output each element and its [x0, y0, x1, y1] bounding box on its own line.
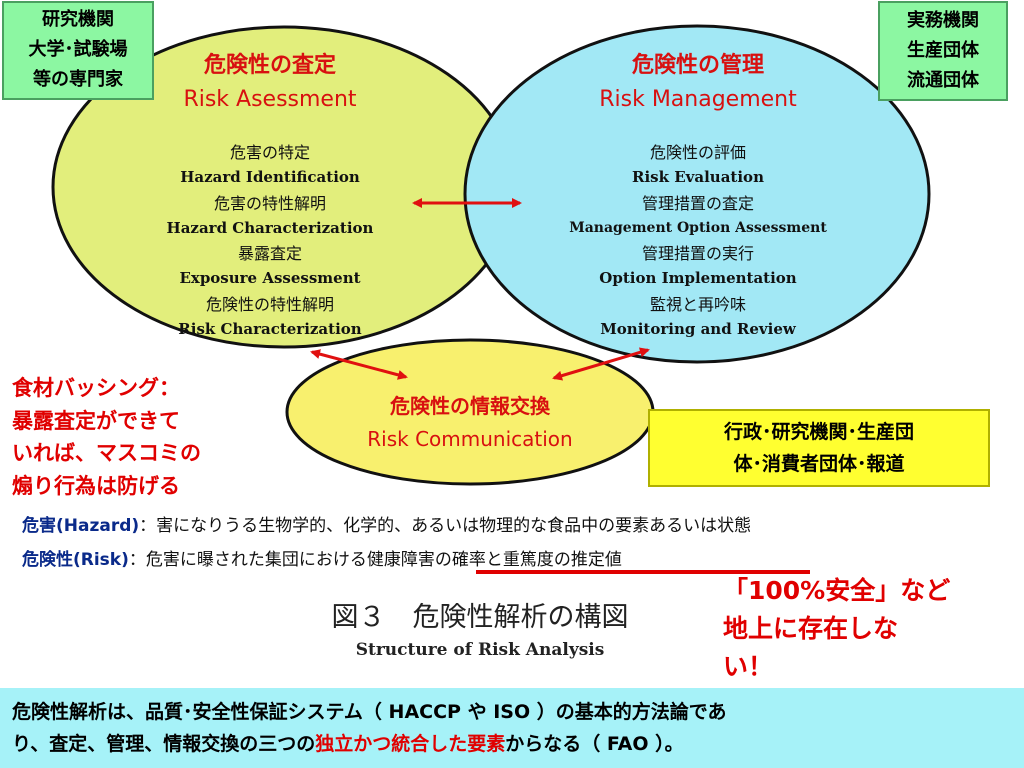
diagram-canvas [51, 24, 931, 574]
assessment-item: Risk Characterization [178, 320, 362, 339]
hazard-definition: 危害(Hazard)：害になりうる生物学的、化学的、あるいは物理的な食品中の要素… [22, 511, 751, 536]
safety-note: 「100%安全」など 地上に存在しな い！ [723, 572, 950, 686]
hazard-term: 危害(Hazard) [22, 516, 140, 536]
safety-note-line3: い！ [723, 652, 774, 681]
management-item: 監視と再吟味 [649, 294, 746, 314]
risk-text-a: ：危害に曝された集団における [128, 550, 367, 570]
summary-part3: からなる（ FAO ）。 [505, 733, 684, 755]
summary-highlight: 独立かつ統合した要素 [315, 733, 506, 755]
research-institutions-box: 研究機関 大学･試験場 等の専門家 [2, 1, 154, 100]
summary-part2: り、査定、管理、情報交換の三つの [12, 733, 316, 755]
risk-term: 危険性(Risk) [22, 550, 129, 570]
risk-communication-title-jp: 危険性の情報交換 [390, 394, 550, 418]
stakeholders-box-line2: 体･消費者団体･報道 [733, 453, 905, 475]
assessment-item: Hazard Identification [180, 168, 360, 187]
management-item: Option Implementation [599, 269, 797, 288]
bashing-note-line1: 食材バッシング： [12, 376, 180, 400]
summary-panel: 危険性解析は、品質･安全性保証システム（ HACCP や ISO ）の基本的方法… [0, 688, 1024, 768]
practice-box-line1: 実務機関 [907, 10, 979, 31]
bashing-note-line4: 煽り行為は防げる [12, 473, 180, 498]
practice-institutions-box: 実務機関 生産団体 流通団体 [878, 1, 1008, 101]
arrow-assessment-communication [310, 349, 408, 380]
risk-communication-labels: 危険性の情報交換 Risk Communication [330, 394, 610, 452]
assessment-item: 危害の特定 [229, 143, 310, 162]
management-item: 管理措置の査定 [641, 193, 754, 213]
stakeholders-box: 行政･研究機関･生産団 体･消費者団体･報道 [648, 409, 990, 487]
bashing-note: 食材バッシング： 暴露査定ができて いれば、マスコミの 煽り行為は防げる [12, 372, 201, 502]
assessment-item: 暴露査定 [237, 244, 302, 264]
management-item: Management Option Assessment [569, 219, 827, 236]
bashing-note-line3: いれば、マスコミの [12, 441, 201, 465]
risk-communication-title-en: Risk Communication [367, 427, 573, 451]
safety-note-line2: 地上に存在しな [723, 614, 899, 643]
risk-management-items: 危険性の評価 Risk Evaluation 管理措置の査定 Managemen… [520, 140, 876, 342]
risk-management-title-en: Risk Management [599, 86, 797, 112]
safety-note-line1: 「100%安全」など [723, 576, 951, 605]
caption-en: Structure of Risk Analysis [355, 640, 605, 660]
bashing-note-line2: 暴露査定ができて [12, 408, 180, 433]
management-item: 管理措置の実行 [641, 244, 754, 264]
practice-box-line3: 流通団体 [907, 70, 979, 91]
summary-part1: 危険性解析は、品質･安全性保証システム（ HACCP や ISO ）の基本的方法… [12, 701, 727, 723]
assessment-item: 危険性の特性解明 [205, 294, 334, 314]
risk-definition: 危険性(Risk)：危害に曝された集団における健康障害の確率と重篤度の推定値 [22, 545, 622, 570]
research-box-line2: 大学･試験場 [28, 39, 128, 60]
risk-assessment-labels: 危険性の査定 Risk Asessment [100, 52, 440, 113]
risk-management-title-jp: 危険性の管理 [631, 53, 764, 78]
management-item: Monitoring and Review [600, 320, 796, 339]
hazard-text: ：害になりうる生物学的、化学的、あるいは物理的な食品中の要素あるいは状態 [139, 516, 752, 536]
research-box-line1: 研究機関 [42, 9, 114, 30]
risk-assessment-title-en: Risk Asessment [183, 86, 357, 112]
assessment-item: Exposure Assessment [179, 269, 361, 288]
figure-caption: 図３ 危険性解析の構図 Structure of Risk Analysis [260, 598, 700, 662]
research-box-line3: 等の専門家 [33, 69, 123, 90]
risk-assessment-title-jp: 危険性の査定 [203, 53, 336, 78]
arrow-management-communication [552, 347, 650, 381]
practice-box-line2: 生産団体 [907, 40, 979, 61]
risk-assessment-items: 危害の特定 Hazard Identification 危害の特性解明 Haza… [110, 140, 430, 342]
assessment-item: 危害の特性解明 [213, 193, 326, 213]
risk-management-ellipse [463, 24, 931, 364]
stakeholders-box-line1: 行政･研究機関･生産団 [723, 421, 914, 443]
management-item: 危険性の評価 [649, 143, 746, 162]
assessment-item: Hazard Characterization [166, 218, 374, 237]
caption-jp: 図３ 危険性解析の構図 [331, 602, 629, 633]
risk-management-labels: 危険性の管理 Risk Management [528, 52, 868, 113]
risk-text-b: 健康障害の確率と重篤度の推定値 [366, 550, 622, 570]
management-item: Risk Evaluation [632, 168, 764, 187]
